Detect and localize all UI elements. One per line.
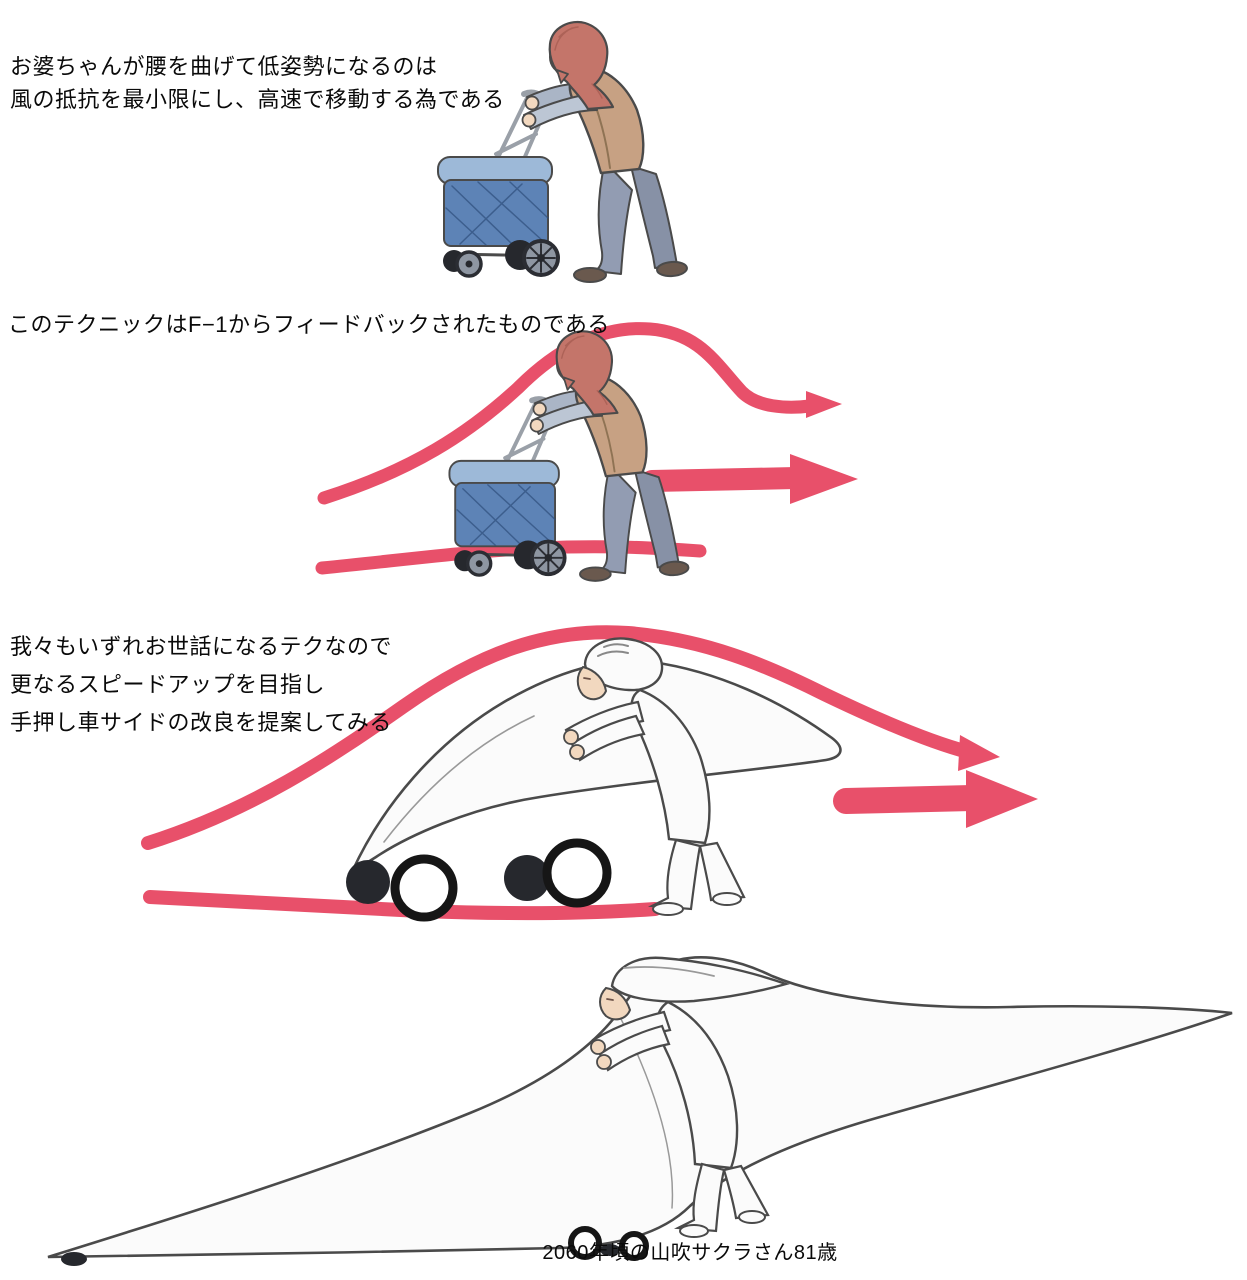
panel2-illustration	[315, 322, 858, 581]
foot	[652, 902, 684, 916]
face-features	[583, 677, 591, 680]
caption-line: このテクニックはF−1からフィードバックされたものである	[8, 312, 610, 337]
caption-line: 手押し車サイドの改良を提案してみる	[10, 709, 392, 735]
leg	[698, 841, 746, 902]
caption-panel2: このテクニックはF−1からフィードバックされたものである	[8, 308, 610, 341]
upper-streamline-arrowhead	[806, 391, 842, 418]
wheel	[568, 1226, 602, 1260]
canopy-seam	[383, 715, 535, 843]
caption-line: 更なるスピードアップを目指し	[10, 671, 326, 697]
main-flow-arrow-shaft	[641, 467, 807, 492]
aero-canopy	[349, 659, 842, 876]
suited-grandma-figure	[563, 637, 746, 916]
main-flow-arrowhead	[966, 770, 1038, 828]
wheel	[504, 855, 550, 901]
hand	[596, 1054, 612, 1070]
panel3-illustration	[141, 625, 1038, 922]
arm	[598, 1024, 671, 1072]
main-flow-arrowhead	[790, 454, 858, 504]
face	[599, 986, 632, 1021]
hand	[590, 1039, 606, 1055]
caption-panel3: 我々もいずれお世話になるテクなので 更なるスピードアップを目指し 手押し車サイド…	[10, 628, 392, 741]
upper-streamline	[141, 625, 975, 850]
helmet-vents	[597, 643, 629, 657]
upper-streamline	[317, 322, 817, 505]
caption-line: 風の抵抗を最小限にし、高速で移動する為である	[10, 87, 505, 112]
helmet	[583, 637, 664, 692]
hand	[563, 729, 579, 745]
wheel	[600, 1244, 620, 1256]
caption-panel1: お婆ちゃんが腰を曲げて低姿勢になるのは 風の抵抗を最小限にし、高速で移動する為で…	[10, 50, 505, 116]
wheel	[346, 860, 390, 904]
caption-line: お婆ちゃんが腰を曲げて低姿勢になるのは	[10, 54, 438, 79]
caption-line: 2060年頃の山吹サクラさん81歳	[542, 1242, 838, 1264]
caption-line: 我々もいずれお世話になるテクなので	[10, 634, 393, 659]
wheel	[542, 838, 612, 908]
upper-streamline-arrowhead	[958, 735, 1000, 771]
aero-helmet	[610, 956, 790, 1003]
foot	[712, 892, 742, 906]
lower-streamline	[315, 540, 707, 575]
arm	[570, 714, 646, 762]
panel4-illustration	[47, 956, 1233, 1266]
leg	[722, 1164, 770, 1220]
streamlined-body	[47, 956, 1233, 1259]
face-features	[606, 998, 614, 1001]
caption-panel4: 2060年頃の山吹サクラさん81歳	[300, 1236, 1080, 1265]
face	[576, 665, 608, 701]
helmet-stripe	[623, 966, 715, 977]
hand	[569, 744, 585, 760]
nose-wheel	[61, 1252, 87, 1266]
wheel	[390, 854, 458, 922]
foot	[679, 1224, 709, 1238]
leg	[647, 838, 702, 911]
suited-grandma-figure	[590, 956, 790, 1238]
foot	[738, 1210, 766, 1224]
main-flow-arrow-shaft	[833, 785, 985, 814]
wheel	[619, 1231, 649, 1261]
